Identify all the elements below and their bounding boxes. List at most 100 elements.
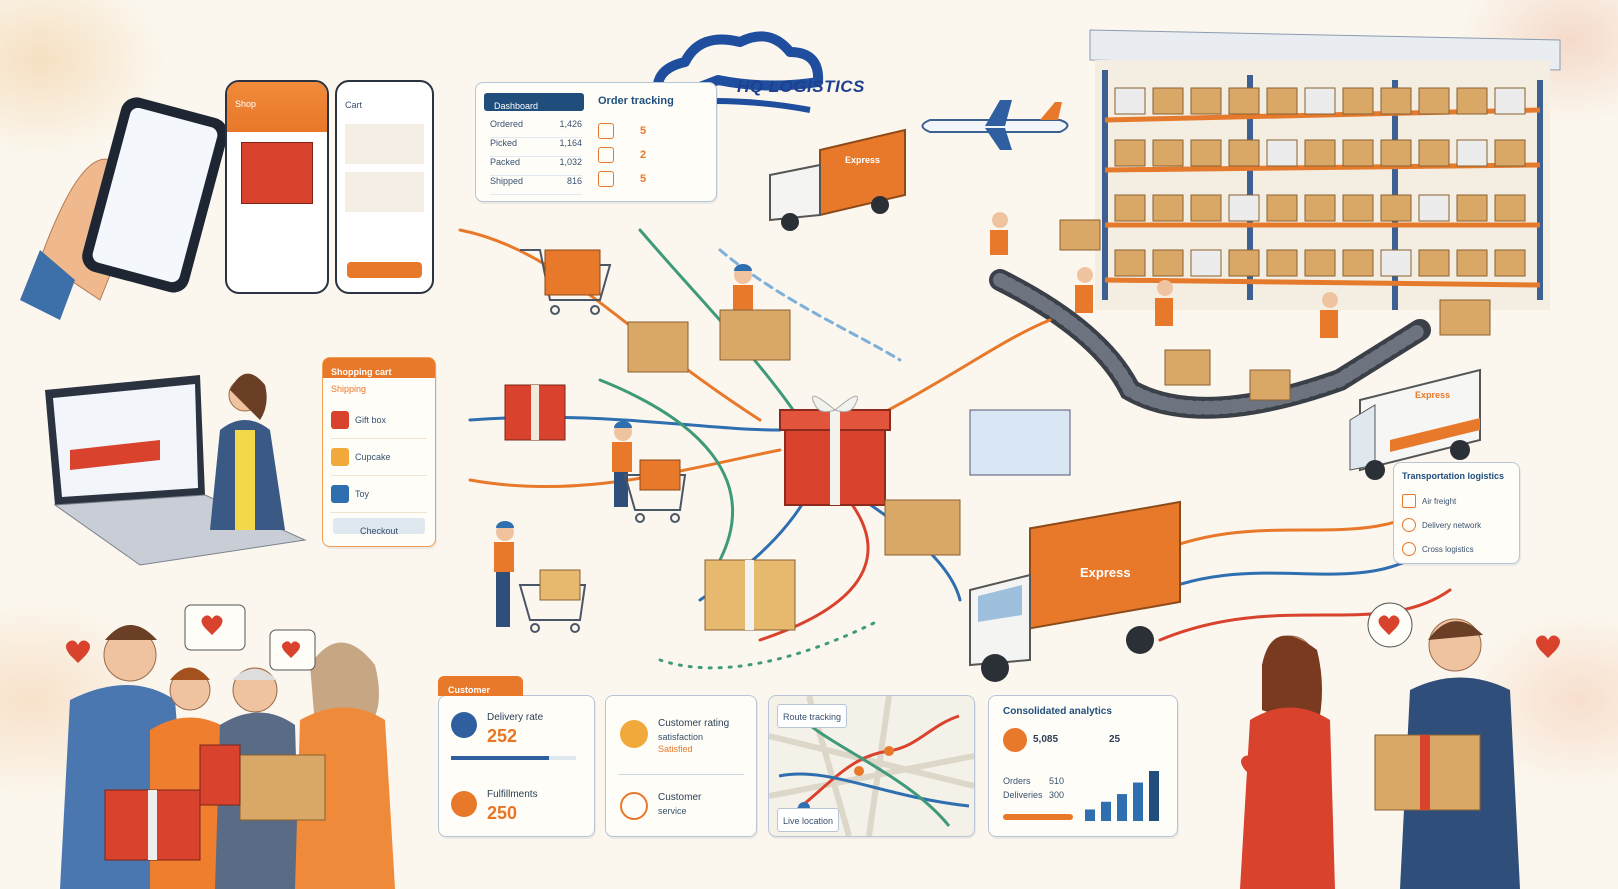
app-screen-cart: Cart: [335, 80, 434, 294]
central-gift-box: [779, 395, 891, 506]
cart-item-row[interactable]: Gift box: [331, 402, 427, 439]
cart-item-name: Gift box: [355, 415, 387, 425]
shelf-box: [1190, 194, 1222, 222]
metric1-label: Delivery rate: [487, 712, 544, 723]
workers: [494, 212, 1338, 627]
scattered-packages: [504, 219, 1491, 631]
analytics-row2-val: 300: [1049, 790, 1065, 800]
satisfaction-sub1: satisfaction: [658, 732, 704, 742]
order-count: 2: [640, 149, 647, 161]
metric1-track: [451, 756, 576, 760]
customer-panel: Customer Delivery rate 252 Fulfillments …: [438, 676, 595, 837]
brand-title: HQ LOGISTICS: [737, 77, 865, 96]
order-row-label: Picked: [490, 138, 518, 148]
app-screen-shop: Shop: [225, 80, 329, 294]
shelf-box: [1152, 194, 1184, 222]
cart-item-row[interactable]: Cupcake: [331, 439, 427, 476]
shelf-boxes: [1114, 87, 1526, 277]
analytics-bar: [1149, 771, 1159, 821]
metric2-label: Fulfillments: [487, 789, 538, 800]
shelf-box: [1494, 194, 1526, 222]
shelf-box: [1418, 139, 1450, 167]
map-panel: Route tracking Live location: [768, 695, 975, 837]
cart-item-row[interactable]: Toy: [331, 476, 427, 513]
cart-item: [345, 172, 424, 212]
analytics-bar: [1133, 782, 1143, 821]
gift-image: [241, 142, 313, 204]
order-row-label: Ordered: [490, 119, 524, 129]
shelf-box: [1342, 194, 1374, 222]
family-group: [60, 625, 395, 889]
analytics-progress: [1003, 814, 1073, 820]
map-label-box: Route tracking: [777, 704, 848, 728]
analytics-kpi1: 5,085: [1033, 734, 1059, 745]
couple-with-gift: [1240, 618, 1520, 889]
app-title: Shop: [235, 99, 257, 109]
order-row-value: 1,426: [559, 119, 582, 129]
shelf-box: [1380, 249, 1412, 277]
shelf-box: [1494, 87, 1526, 115]
shopping-panel-subtitle: Shipping: [331, 384, 367, 394]
shelf-box: [1494, 249, 1526, 277]
white-van: [1349, 368, 1481, 480]
woman-with-phone: [210, 373, 285, 530]
transport-item-label: Delivery network: [1422, 520, 1482, 530]
phone-in-hand: [20, 97, 228, 320]
shelf-box: [1380, 194, 1412, 222]
map-label: Route tracking: [783, 712, 842, 722]
analytics-title: Consolidated analytics: [1003, 706, 1112, 717]
cart-item-name: Cupcake: [355, 452, 391, 462]
cart-item-name: Toy: [355, 489, 370, 499]
metric2-value: 250: [487, 803, 518, 823]
shelf-box: [1228, 139, 1260, 167]
app-title: Cart: [345, 100, 363, 110]
shelf-box: [1304, 87, 1336, 115]
fulfillment-icon: [451, 791, 477, 817]
analytics-bar: [1101, 801, 1111, 821]
order-panel-header: Dashboard: [484, 93, 584, 111]
customer-tab[interactable]: Customer: [438, 676, 523, 696]
shelf-box: [1380, 87, 1412, 115]
app-buy-button[interactable]: [347, 262, 422, 278]
analytics-row1-val: 510: [1049, 776, 1065, 786]
small-delivery-truck: [769, 128, 906, 231]
shelf-box: [1456, 87, 1488, 115]
map-sub: Live location: [783, 816, 834, 826]
transport-icon: [1402, 494, 1416, 508]
order-row-value: 1,164: [559, 138, 582, 148]
satisfaction-note1: Satisfied: [658, 744, 693, 754]
order-count: 5: [640, 125, 647, 137]
satisfaction-sub2: service: [658, 806, 687, 816]
cart-item: [345, 124, 424, 164]
shopping-panel-header: Shopping cart: [323, 358, 435, 378]
shelf-box: [1380, 139, 1412, 167]
shelf-box: [1266, 194, 1298, 222]
shelf-box: [1152, 87, 1184, 115]
analytics-panel: Consolidated analytics 5,085 25 Orders 5…: [988, 695, 1178, 837]
metric1-value: 252: [487, 726, 518, 746]
shelf-box: [1456, 249, 1488, 277]
shelf-box: [1342, 139, 1374, 167]
shelf-box: [1266, 139, 1298, 167]
shelf-box: [1418, 87, 1450, 115]
checkout-button[interactable]: Checkout: [333, 518, 425, 536]
satisfaction-panel: Customer rating satisfaction Satisfied C…: [605, 695, 757, 837]
shelf-box: [1190, 249, 1222, 277]
van-label: Express: [1415, 390, 1451, 400]
map-sub-box: Live location: [777, 808, 840, 832]
service-icon: [620, 792, 648, 820]
transport-item: Cross logistics: [1402, 537, 1512, 561]
item-thumb-icon: [331, 411, 349, 429]
shelf-box: [1304, 249, 1336, 277]
status-icon: [598, 147, 614, 163]
analytics-bar: [1117, 794, 1127, 821]
shelf-box: [1266, 87, 1298, 115]
order-row-value: 1,032: [559, 157, 582, 167]
